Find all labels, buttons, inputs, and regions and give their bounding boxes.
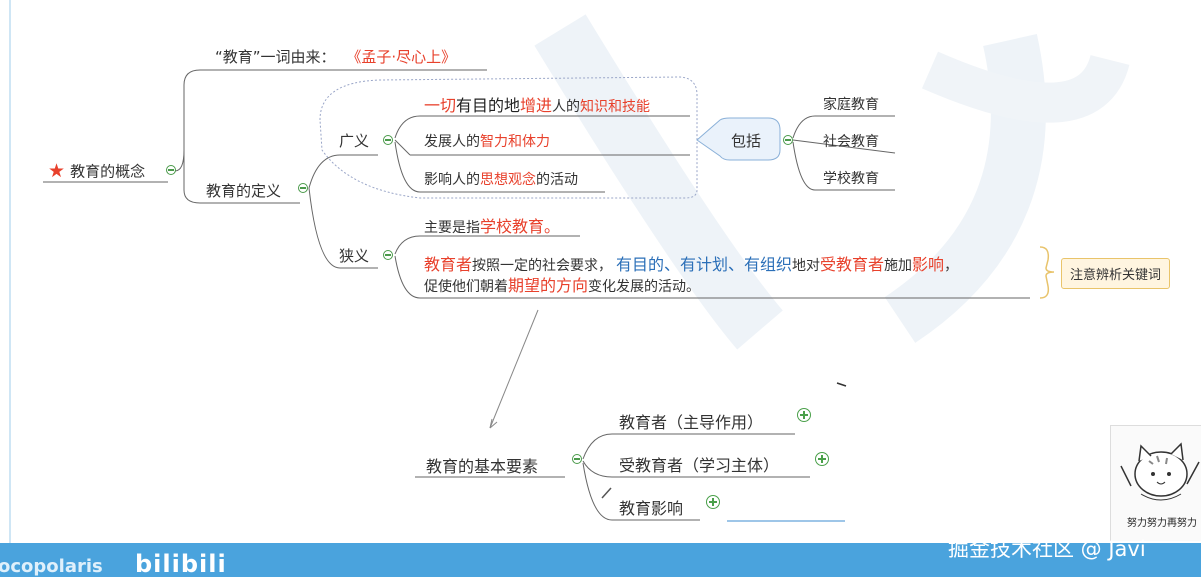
root-label: 教育的概念	[70, 162, 146, 181]
broad-item-2[interactable]: 发展人的智力和体力	[424, 131, 550, 151]
narrow-item-2-part: 地对	[792, 258, 821, 274]
broad-item-1[interactable]: 一切有目的地增进人的知识和技能	[424, 92, 650, 116]
include-collapse-icon[interactable]	[783, 135, 793, 145]
broad-node[interactable]: 广义	[339, 132, 370, 150]
expand-icon[interactable]	[797, 408, 811, 422]
broad-item-2-part: 发展人的	[424, 134, 480, 150]
narrow-item-2-part: ，	[944, 258, 959, 274]
origin-node[interactable]: “教育”一词由来： 《孟子·尽心上》	[215, 46, 456, 67]
bottom-bar: ocopolaris bilibili 掘金技术社区 @ Javi	[0, 537, 1201, 578]
narrow-collapse-icon[interactable]	[383, 250, 393, 260]
narrow-item-2-part: 期望的方向	[508, 276, 589, 295]
elements-item[interactable]: 受教育者（学习主体）	[619, 456, 780, 475]
star-icon: ★	[48, 160, 66, 182]
elements-node[interactable]: 教育的基本要素	[426, 457, 539, 476]
root-collapse-icon[interactable]	[166, 165, 176, 175]
sticker-caption: 努力努力再努力	[1127, 518, 1197, 529]
definition-node[interactable]: 教育的定义	[206, 182, 282, 200]
expand-icon[interactable]	[815, 452, 829, 466]
narrow-item-1[interactable]: 主要是指学校教育。	[424, 213, 560, 237]
narrow-item-1-part: 主要是指	[424, 220, 480, 236]
narrow-item-2-part: 有目的、有计划、有组织	[616, 255, 793, 274]
root-node[interactable]: ★ 教育的概念	[48, 160, 145, 182]
broad-item-2-part: 智力和体力	[480, 134, 550, 150]
narrow-item-2-part: 按照一定的社会要求，	[472, 258, 613, 274]
include-item[interactable]: 社会教育	[823, 134, 879, 150]
include-item[interactable]: 学校教育	[823, 171, 879, 187]
uploader-name: ocopolaris	[0, 556, 103, 577]
narrow-node[interactable]: 狭义	[339, 247, 370, 265]
cat-illustration	[1120, 442, 1200, 501]
elements-item[interactable]: 教育者（主导作用）	[619, 413, 764, 432]
narrow-item-2-part: 变化发展的活动。	[588, 279, 701, 295]
elements-collapse-icon[interactable]	[572, 454, 582, 464]
definition-collapse-icon[interactable]	[298, 183, 308, 193]
broad-item-1-part: 增进	[520, 96, 553, 115]
broad-item-1-part: 人的	[552, 99, 581, 115]
broad-item-1-part: 有目的地	[456, 96, 521, 115]
origin-source: 《孟子·尽心上》	[346, 48, 457, 66]
broad-item-1-part: 知识和技能	[580, 99, 651, 115]
cat-sticker-image: 努力努力再努力	[1110, 425, 1201, 541]
broad-item-1-part: 一切	[424, 96, 457, 115]
origin-prefix: “教育”一词由来：	[215, 48, 336, 66]
narrow-item-2-part: 受教育者	[820, 255, 885, 274]
expand-icon[interactable]	[706, 495, 720, 509]
elements-item[interactable]: 教育影响	[619, 499, 684, 518]
bilibili-logo: bilibili	[135, 550, 227, 578]
include-item[interactable]: 家庭教育	[823, 97, 879, 113]
narrow-item-2-part: 施加	[884, 258, 913, 274]
note-callout[interactable]: 注意辨析关键词	[1061, 258, 1171, 289]
narrow-item-2[interactable]: 教育者按照一定的社会要求，有目的、有计划、有组织地对受教育者施加影响， 促使他们…	[424, 253, 958, 299]
broad-item-3-part: 思想观念	[480, 172, 536, 188]
narrow-item-2-part: 影响	[912, 255, 945, 274]
note-label: 注意辨析关键词	[1070, 268, 1162, 283]
include-node[interactable]: 包括	[731, 132, 762, 150]
broad-item-3[interactable]: 影响人的思想观念的活动	[424, 169, 578, 189]
broad-item-3-part: 影响人的	[424, 172, 480, 188]
narrow-item-1-part: 学校教育。	[480, 217, 561, 236]
broad-item-3-part: 的活动	[536, 172, 578, 188]
broad-collapse-icon[interactable]	[383, 135, 393, 145]
narrow-item-2-part: 促使他们朝着	[424, 279, 508, 295]
narrow-item-2-part: 教育者	[424, 255, 473, 274]
watermark-text: 掘金技术社区 @ Javi	[948, 537, 1146, 561]
